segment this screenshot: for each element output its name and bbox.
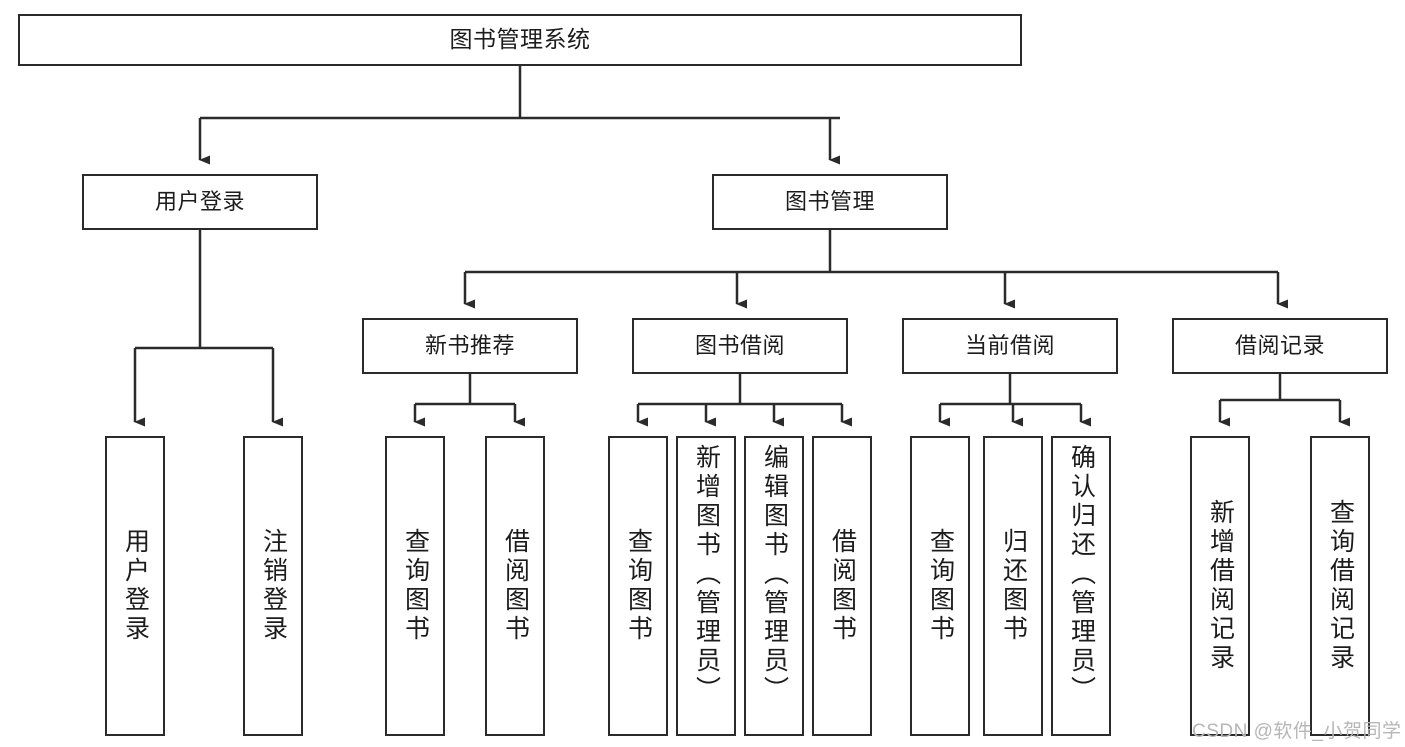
node-leaf-query-book-1-label: 查询图书	[401, 528, 430, 644]
edges-bookmanage-to-level2	[463, 230, 1288, 309]
node-leaf-add-record[interactable]: 新增借阅记录	[1190, 436, 1250, 736]
node-leaf-return-book[interactable]: 归还图书	[983, 436, 1043, 736]
node-user-login-label: 用户登录	[154, 188, 245, 214]
node-leaf-query-book-2-label: 查询图书	[624, 528, 653, 644]
node-leaf-query-book-1[interactable]: 查询图书	[385, 436, 445, 736]
node-leaf-borrow-book-1-label: 借阅图书	[501, 528, 530, 644]
node-leaf-add-record-label: 新增借阅记录	[1206, 499, 1235, 673]
edges-newbook-to-leaves	[413, 374, 525, 427]
node-leaf-logout-label: 注销登录	[259, 528, 288, 644]
node-new-book-recommend[interactable]: 新书推荐	[362, 318, 578, 374]
node-leaf-edit-book[interactable]: 编辑图书（管理员）	[744, 436, 804, 736]
node-leaf-query-book-2[interactable]: 查询图书	[608, 436, 668, 736]
edges-currentborrow-to-leaves	[938, 374, 1091, 427]
node-root[interactable]: 图书管理系统	[18, 14, 1022, 66]
node-borrow-record-label: 借阅记录	[1234, 332, 1325, 358]
node-leaf-return-book-label: 归还图书	[999, 528, 1028, 644]
node-leaf-edit-book-label: 编辑图书（管理员）	[760, 444, 789, 705]
node-book-manage[interactable]: 图书管理	[712, 174, 948, 230]
node-leaf-query-record-label: 查询借阅记录	[1326, 499, 1355, 673]
node-leaf-borrow-book-1[interactable]: 借阅图书	[485, 436, 545, 736]
node-borrow-record[interactable]: 借阅记录	[1172, 318, 1388, 374]
node-leaf-borrow-book-2-label: 借阅图书	[828, 528, 857, 644]
node-leaf-borrow-book-2[interactable]: 借阅图书	[812, 436, 872, 736]
node-book-borrow[interactable]: 图书借阅	[632, 318, 848, 374]
node-leaf-add-book[interactable]: 新增图书（管理员）	[676, 436, 736, 736]
node-leaf-confirm-return[interactable]: 确认归还（管理员）	[1051, 436, 1111, 736]
node-leaf-logout[interactable]: 注销登录	[243, 436, 303, 736]
node-root-label: 图书管理系统	[449, 26, 591, 53]
edges-userlogin-to-leaves	[133, 230, 283, 427]
node-leaf-query-book-3-label: 查询图书	[926, 528, 955, 644]
node-current-borrow-label: 当前借阅	[964, 332, 1055, 358]
node-new-book-recommend-label: 新书推荐	[424, 332, 515, 358]
node-leaf-query-book-3[interactable]: 查询图书	[910, 436, 970, 736]
node-leaf-confirm-return-label: 确认归还（管理员）	[1067, 444, 1096, 705]
edges-bookborrow-to-leaves	[636, 374, 852, 427]
edges-borrowrecord-to-leaves	[1218, 374, 1350, 427]
csdn-watermark: CSDN @软件_小贺同学	[1192, 721, 1402, 742]
node-leaf-add-book-label: 新增图书（管理员）	[692, 444, 721, 705]
node-user-login[interactable]: 用户登录	[82, 174, 318, 230]
edges-root-to-level1	[198, 66, 840, 165]
node-leaf-user-login-label: 用户登录	[121, 528, 150, 644]
node-leaf-user-login[interactable]: 用户登录	[105, 436, 165, 736]
node-book-borrow-label: 图书借阅	[694, 332, 785, 358]
node-current-borrow[interactable]: 当前借阅	[902, 318, 1118, 374]
node-book-manage-label: 图书管理	[784, 188, 875, 214]
node-leaf-query-record[interactable]: 查询借阅记录	[1310, 436, 1370, 736]
